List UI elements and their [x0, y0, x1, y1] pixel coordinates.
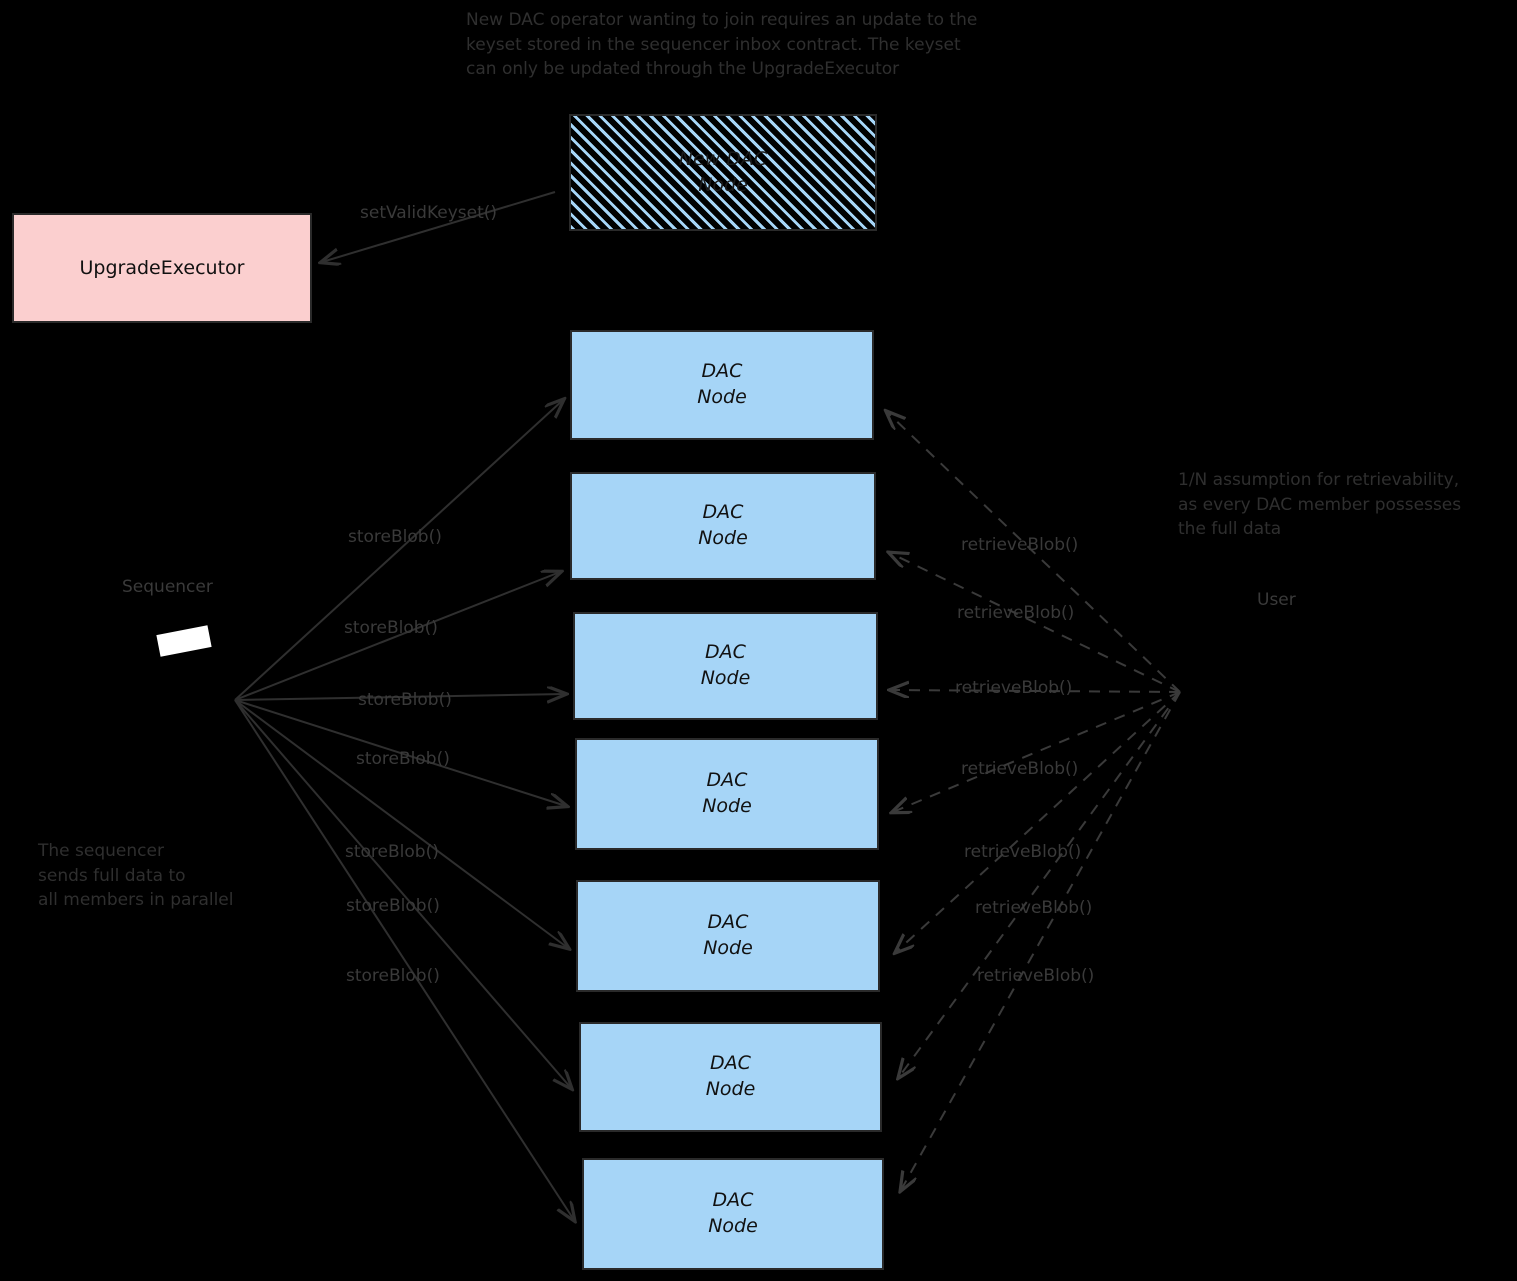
box-dac-node-2-line1: DAC	[702, 501, 744, 524]
box-dac-node-7-line1: DAC	[712, 1189, 754, 1212]
box-dac-node-6-line2: Node	[705, 1078, 756, 1100]
edge-store-blob-group	[234, 400, 574, 1220]
box-dac-node-6-line1: DAC	[710, 1052, 751, 1075]
edge-label-retrieve-blob-3: retrieveBlob()	[955, 678, 1073, 698]
box-dac-node-6[interactable]: DAC Node	[579, 1022, 882, 1132]
note-sequencer-parallel: The sequencer sends full data to all mem…	[38, 841, 234, 911]
box-new-dac-node[interactable]: New DAC Node	[569, 114, 877, 231]
edge-label-retrieve-blob-5: retrieveBlob()	[964, 842, 1082, 862]
edge-retrieve-blob-1	[887, 412, 1181, 693]
box-dac-node-4-line1: DAC	[706, 769, 748, 792]
box-dac-node-5-line1: DAC	[707, 911, 749, 934]
box-dac-node-5[interactable]: DAC Node	[576, 880, 880, 992]
box-dac-node-3-line2: Node	[700, 667, 751, 689]
box-dac-node-2-line2: Node	[698, 527, 748, 549]
edge-label-store-blob-3: storeBlob()	[358, 690, 452, 710]
box-upgrade-executor-label: UpgradeExecutor	[79, 257, 245, 279]
edge-store-blob-1	[234, 400, 563, 701]
edge-retrieve-blob-2	[890, 553, 1181, 693]
box-new-dac-node-line1: New DAC	[678, 147, 768, 170]
edge-store-blob-2	[234, 572, 560, 701]
box-dac-node-4[interactable]: DAC Node	[575, 738, 879, 850]
edge-label-retrieve-blob-1: retrieveBlob()	[961, 535, 1079, 555]
box-dac-node-5-line2: Node	[703, 937, 753, 959]
edge-store-blob-6	[234, 699, 571, 1088]
edge-store-blob-7	[234, 699, 574, 1220]
box-dac-node-1[interactable]: DAC Node	[570, 330, 874, 440]
box-dac-node-1-line1: DAC	[701, 360, 743, 383]
label-sequencer: Sequencer	[122, 577, 213, 597]
edge-label-store-blob-7: storeBlob()	[346, 966, 440, 986]
edge-retrieve-blob-group	[887, 412, 1181, 1190]
edge-retrieve-blob-5	[896, 691, 1181, 952]
edge-retrieve-blob-4	[893, 691, 1181, 812]
box-dac-node-7[interactable]: DAC Node	[582, 1158, 884, 1270]
edge-retrieve-blob-3	[891, 690, 1181, 692]
edge-label-retrieve-blob-6: retrieveBlob()	[975, 898, 1093, 918]
edge-label-store-blob-4: storeBlob()	[356, 749, 450, 769]
box-dac-node-1-line2: Node	[697, 386, 747, 408]
edge-label-store-blob-5: storeBlob()	[345, 842, 439, 862]
edge-retrieve-blob-6	[899, 691, 1181, 1077]
edge-label-retrieve-blob-4: retrieveBlob()	[961, 759, 1079, 779]
edge-label-store-blob-2: storeBlob()	[344, 618, 438, 638]
edge-label-store-blob-6: storeBlob()	[346, 896, 440, 916]
box-dac-node-3-line1: DAC	[705, 641, 746, 664]
edge-store-blob-3	[234, 694, 565, 700]
edge-store-blob-4	[234, 699, 566, 806]
label-user: User	[1257, 590, 1296, 610]
edge-store-blob-5	[234, 699, 568, 948]
box-dac-node-4-line2: Node	[702, 795, 752, 817]
edge-label-store-blob-1: storeBlob()	[348, 527, 442, 547]
edge-label-set-valid-keyset: setValidKeyset()	[360, 203, 498, 223]
box-dac-node-7-line2: Node	[708, 1215, 758, 1237]
edge-retrieve-blob-7	[901, 691, 1181, 1190]
edge-label-retrieve-blob-7: retrieveBlob()	[977, 966, 1095, 986]
box-new-dac-node-line2: Node	[698, 173, 748, 196]
box-dac-node-2[interactable]: DAC Node	[570, 472, 876, 580]
box-upgrade-executor[interactable]: UpgradeExecutor	[12, 213, 312, 323]
box-dac-node-3[interactable]: DAC Node	[573, 612, 878, 720]
edge-label-retrieve-blob-2: retrieveBlob()	[957, 603, 1075, 623]
edge-set-valid-keyset	[322, 191, 556, 262]
note-retrievability: 1/N assumption for retrievability, as ev…	[1178, 470, 1462, 540]
note-top: New DAC operator wanting to join require…	[466, 10, 978, 80]
